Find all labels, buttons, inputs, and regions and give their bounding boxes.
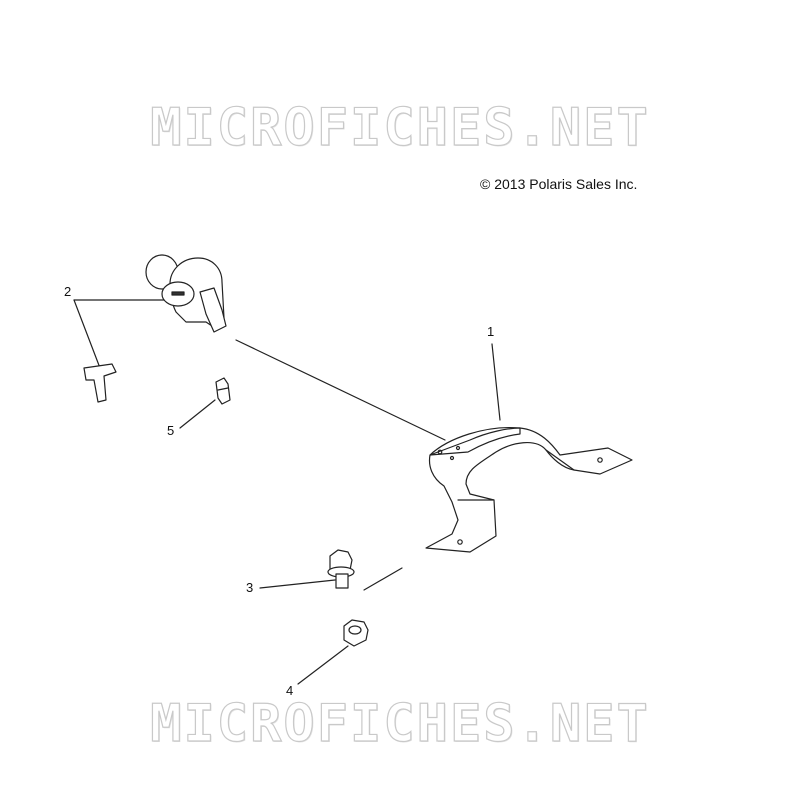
nut-bore [348, 625, 362, 635]
leader-lines [73, 299, 501, 685]
screw-part-5 [215, 377, 231, 405]
assembly-line-bolt [363, 567, 403, 591]
callout-1: 1 [487, 324, 495, 339]
callout-4: 4 [286, 683, 294, 698]
bolt-part-3 [327, 549, 355, 589]
key-slot [171, 291, 185, 296]
bracket-hole-right [597, 457, 603, 463]
callout-3: 3 [246, 580, 254, 595]
key-blade [83, 363, 117, 403]
nut-body [343, 619, 369, 647]
nut-part-4 [343, 619, 369, 647]
switch-connector [199, 287, 227, 333]
watermark-top: MICROFICHES.NET [150, 97, 650, 158]
bolt-shank [335, 573, 349, 589]
callout-2: 2 [64, 284, 72, 299]
bracket-hole-left [457, 539, 463, 545]
copyright-notice: © 2013 Polaris Sales Inc. [480, 176, 638, 192]
leader-2-b [73, 299, 101, 369]
leader-5 [179, 399, 216, 429]
leader-1 [491, 343, 501, 421]
bracket-edge [545, 449, 575, 471]
leader-3 [259, 579, 336, 589]
watermark-bottom: MICROFICHES.NET [150, 693, 650, 754]
callout-5: 5 [167, 423, 175, 438]
bracket-hole-top-a [437, 449, 443, 455]
bracket-part-1 [425, 426, 633, 553]
leader-4 [297, 645, 349, 685]
bracket-top-flange [429, 427, 521, 456]
assembly-line-switch [235, 339, 446, 441]
screw-body [215, 377, 231, 405]
key-switch-part-2 [83, 254, 227, 403]
bracket-hole-top-c [455, 445, 461, 451]
bracket-hole-top-b [449, 455, 455, 461]
screw-thread [217, 387, 229, 391]
